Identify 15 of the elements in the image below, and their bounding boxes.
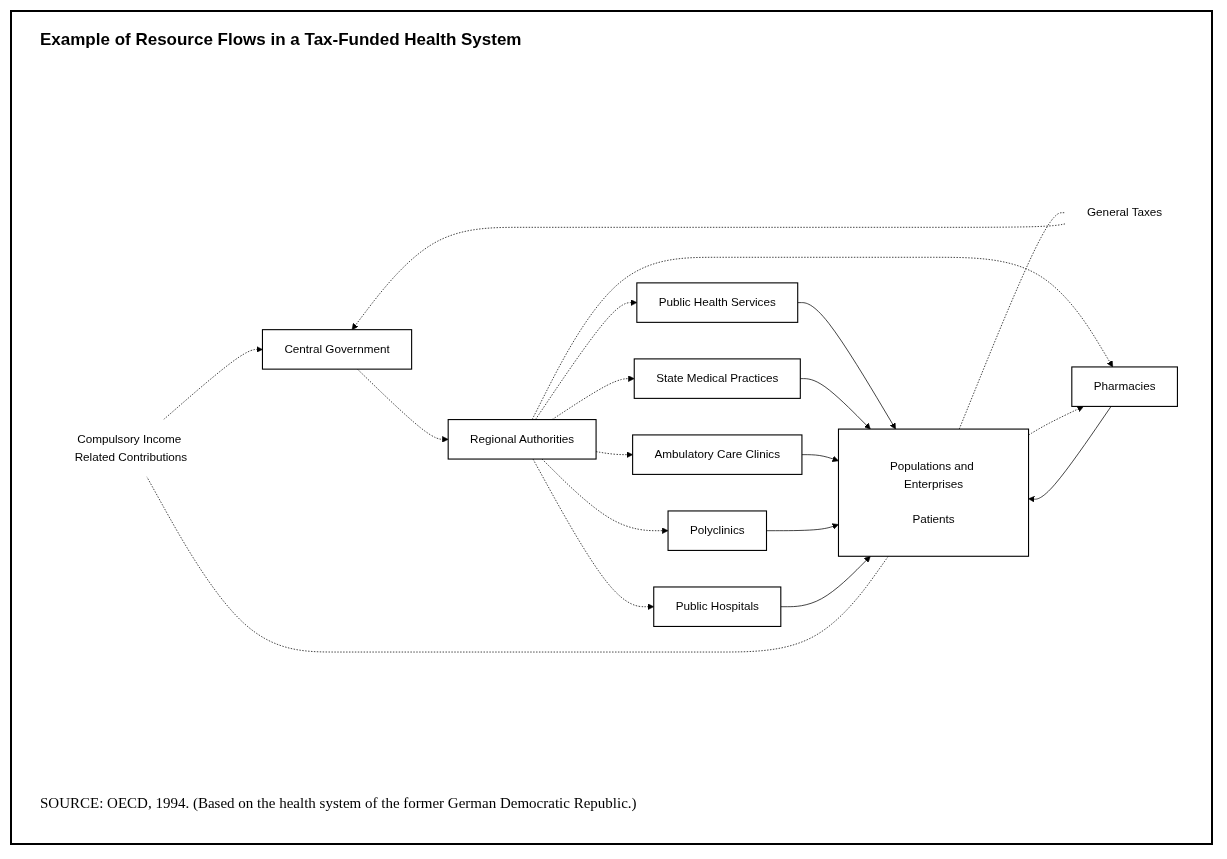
node-box: Pharmacies	[1071, 366, 1178, 407]
caption: SOURCE: OECD, 1994. (Based on the health system of the former German Democratic Republic.)	[40, 795, 637, 812]
connector	[958, 212, 1066, 430]
node-box: Ambulatory Care Clinics	[632, 434, 803, 475]
connector	[146, 476, 889, 653]
diagram-title: Example of Resource Flows in a Tax-Funded Health System	[40, 30, 522, 50]
node-box: Populations and Enterprises Patients	[837, 428, 1030, 557]
node-text: Compulsory Income Related Contributions	[74, 432, 188, 463]
node-box: Polyclinics	[667, 510, 768, 551]
node-box: Public Health Services	[636, 282, 799, 323]
node-box: State Medical Practices	[633, 358, 801, 399]
node-box: Central Government	[261, 329, 413, 370]
node-text: General Taxes	[1087, 206, 1163, 219]
node-box: Public Hospitals	[653, 586, 782, 627]
node-box: Regional Authorities	[447, 419, 597, 460]
